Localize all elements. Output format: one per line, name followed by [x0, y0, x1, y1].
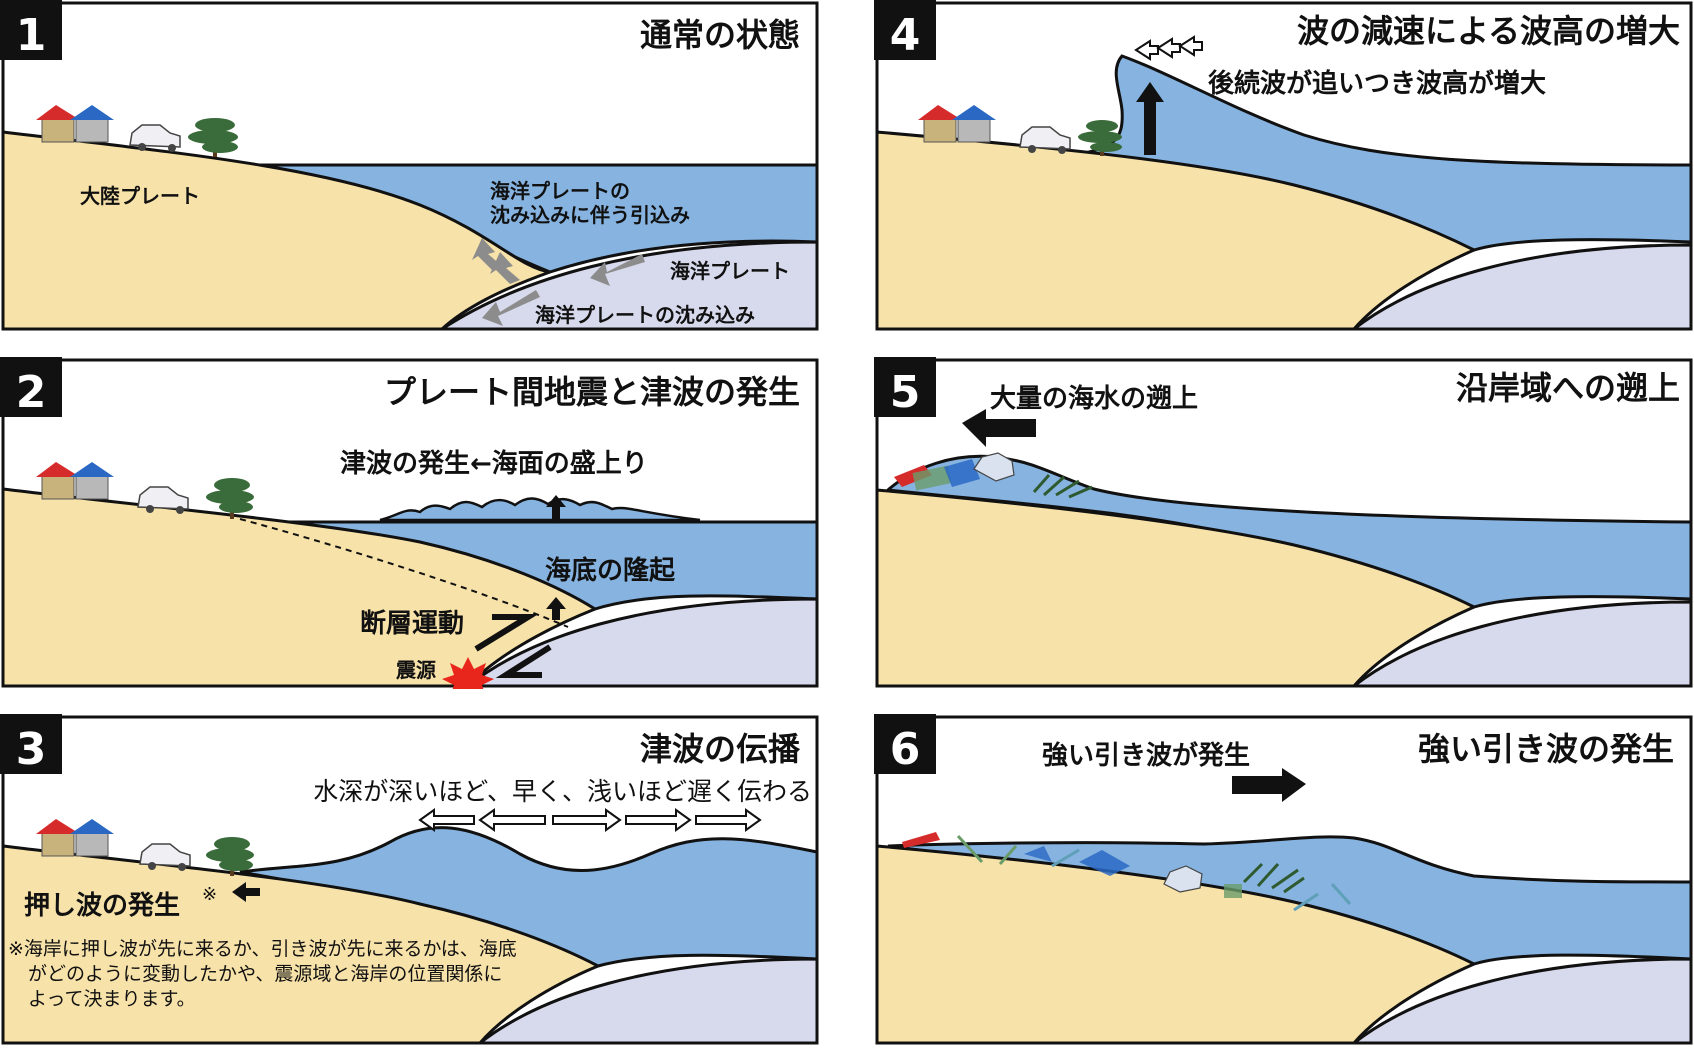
- panel-title: 波の減速による波高の増大: [1297, 12, 1680, 50]
- continental-plate: [875, 488, 1478, 688]
- oceanic-plate: [436, 240, 819, 331]
- label-backwash: 強い引き波が発生: [1042, 740, 1250, 771]
- car-icon: [139, 843, 191, 871]
- panel-number: 6: [890, 724, 921, 775]
- panel-5-diagram: 5 沿岸域への遡上 大量の海水の遡上: [874, 357, 1693, 688]
- panel-4-diagram: 4 波の減速による波高の増大 後続波が追いつき波高が増大: [874, 0, 1693, 331]
- panel-5: 5 沿岸域への遡上 大量の海水の遡上: [874, 357, 1694, 689]
- panel-title: 沿岸域への遡上: [1456, 369, 1680, 407]
- continental-plate: [1, 130, 551, 331]
- label-catch-up: 後続波が追いつき波高が増大: [1208, 68, 1546, 99]
- arrow-icon: [546, 495, 566, 620]
- panel-number: 3: [16, 724, 47, 775]
- panel-title: 津波の伝播: [640, 730, 801, 768]
- label-depth-note: 水深が深いほど、早く、浅いほど遅く伝わる: [313, 777, 812, 806]
- car-icon: [137, 486, 189, 514]
- note-line-3: よって決まります。: [28, 988, 196, 1010]
- panel-title: プレート間地震と津波の発生: [384, 373, 800, 411]
- label-seafloor-uplift: 海底の隆起: [545, 555, 676, 586]
- panel-number: 4: [890, 10, 921, 61]
- house-icon: [36, 819, 114, 857]
- panel-6-diagram: 6 強い引き波の発生 強い引き波が発生: [874, 714, 1693, 1045]
- panel-number: 5: [890, 367, 921, 418]
- label-oceanic-plate: 海洋プレート: [670, 259, 790, 283]
- arrow-icon: [1134, 35, 1203, 61]
- car-icon: [129, 124, 181, 152]
- label-hypocenter: 震源: [396, 658, 436, 682]
- panel-3-diagram: 3 津波の伝播 水深が深いほど、早く、浅いほど遅く伝わる 押し波の発生 ※ ※海…: [0, 714, 819, 1045]
- panel-number: 1: [16, 10, 47, 61]
- oceanic-plate: [1349, 243, 1693, 331]
- panel-2-diagram: 2 プレート間地震と津波の発生 津波の発生←海面の盛上り 海底の隆起 断層運動 …: [0, 357, 819, 689]
- car-icon: [1019, 126, 1071, 154]
- arrow-icon: [232, 882, 260, 902]
- hypocenter-burst-icon: [442, 657, 494, 689]
- label-continental-plate: 大陸プレート: [80, 184, 200, 208]
- debris: [902, 832, 1352, 912]
- panel-number: 2: [16, 367, 47, 418]
- pine-tree-icon: [206, 478, 254, 519]
- panel-title: 強い引き波の発生: [1418, 730, 1674, 768]
- label-subduction: 海洋プレートの沈み込み: [535, 303, 755, 327]
- oceanic-plate: [1349, 957, 1693, 1045]
- panel-3: 3 津波の伝播 水深が深いほど、早く、浅いほど遅く伝わる 押し波の発生 ※ ※海…: [0, 714, 820, 1046]
- panel-2: 2 プレート間地震と津波の発生 津波の発生←海面の盛上り 海底の隆起 断層運動 …: [0, 357, 820, 689]
- panel-title: 通常の状態: [640, 16, 800, 54]
- pine-tree-icon: [1078, 120, 1122, 156]
- pine-tree-icon: [188, 118, 238, 157]
- arrow-icon: [418, 808, 762, 832]
- label-push-wave-mark: ※: [202, 884, 217, 905]
- label-pullin-line1: 海洋プレートの: [490, 179, 630, 203]
- oceanic-plate: [475, 957, 819, 1045]
- arrow-icon: [962, 409, 1036, 447]
- label-pullin-line2: 沈み込みに伴う引込み: [490, 203, 690, 227]
- label-runup: 大量の海水の遡上: [990, 384, 1198, 414]
- arrow-icon: [1136, 82, 1164, 155]
- label-tsunami-generation: 津波の発生←海面の盛上り: [340, 448, 648, 479]
- arrow-icon: [1232, 768, 1306, 802]
- house-icon: [36, 105, 114, 143]
- oceanic-plate: [1349, 600, 1693, 688]
- pine-tree-icon: [206, 837, 254, 876]
- grey-arrows: [472, 238, 645, 326]
- label-push-wave: 押し波の発生: [24, 891, 180, 921]
- debris: [894, 452, 1093, 499]
- fault-arrows: [474, 614, 552, 678]
- house-icon: [918, 105, 996, 143]
- oceanic-plate: [463, 597, 819, 688]
- panel-6: 6 強い引き波の発生 強い引き波が発生: [874, 714, 1694, 1046]
- label-fault-motion: 断層運動: [360, 608, 464, 639]
- panel-4: 4 波の減速による波高の増大 後続波が追いつき波高が増大: [874, 0, 1694, 332]
- note-line-2: がどのように変動したかや、震源域と海岸の位置関係に: [28, 963, 502, 985]
- house-icon: [36, 462, 114, 500]
- panel-1: 1 通常の状態 大陸プレート 海洋プレートの 沈み込みに伴う引込み 海洋プレート…: [0, 0, 820, 332]
- note-line-1: ※海岸に押し波が先に来るか、引き波が先に来るかは、海底: [8, 938, 517, 960]
- sea-bulge: [379, 497, 701, 522]
- panel-1-diagram: 1 通常の状態 大陸プレート 海洋プレートの 沈み込みに伴う引込み 海洋プレート…: [0, 0, 819, 331]
